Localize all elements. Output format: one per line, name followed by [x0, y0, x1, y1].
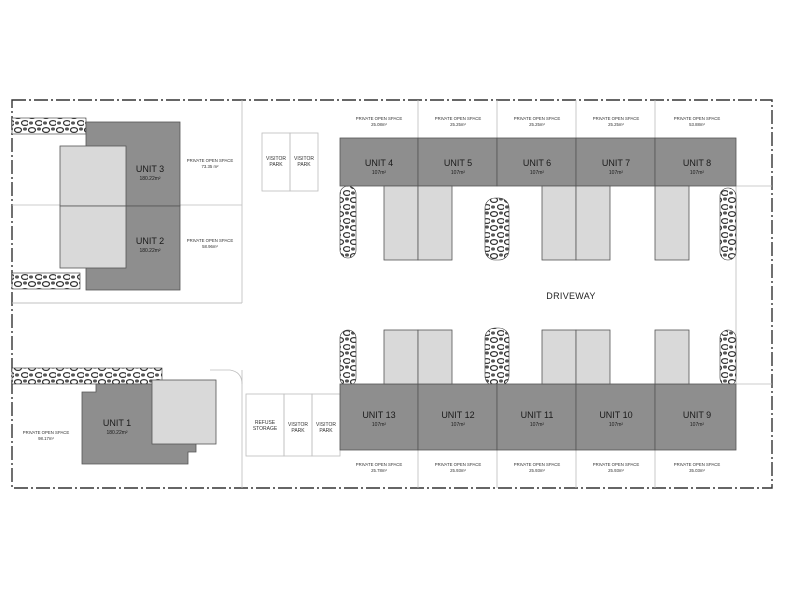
pos-12-label: PRIVATE OPEN SPACE: [435, 462, 482, 467]
pos-10-label: PRIVATE OPEN SPACE: [593, 462, 640, 467]
unit-1-garage: [151, 379, 217, 445]
pos-3-label: PRIVATE OPEN SPACE: [187, 158, 234, 163]
refuse-line1: REFUSE: [255, 420, 276, 426]
pos-6-area: 25.25m²: [529, 122, 545, 127]
unit-12-footprint: [417, 383, 498, 451]
landscaping: [11, 117, 737, 387]
facility-labels: VISITOR PARK VISITOR PARK REFUSE STORAGE…: [253, 156, 337, 434]
unit-13-area: 107m²: [372, 422, 387, 428]
pos-5-area: 25.25m²: [450, 122, 466, 127]
unit-9-name: UNIT 9: [683, 410, 711, 420]
unit-10-footprint: [575, 383, 656, 451]
pos-4-label: PRIVATE OPEN SPACE: [356, 116, 403, 121]
unit-2-area: 180.22m²: [139, 248, 160, 254]
pos-8-label: PRIVATE OPEN SPACE: [674, 116, 721, 121]
unit-11-area: 107m²: [530, 422, 545, 428]
unit-13-footprint: [339, 383, 419, 451]
visitor-park-1-line2: PARK: [269, 162, 283, 168]
visitor-park-4-line2: PARK: [319, 428, 333, 434]
visitor-park-4-line1: VISITOR: [316, 422, 336, 428]
garages-bottom: [383, 329, 690, 385]
visitor-park-3-line1: VISITOR: [288, 422, 308, 428]
pos-9-area: 35.03m²: [689, 468, 705, 473]
pos-11-area: 25.93m²: [529, 468, 545, 473]
refuse-line2: STORAGE: [253, 426, 278, 432]
visitor-park-2-line2: PARK: [297, 162, 311, 168]
unit-12-area: 107m²: [451, 422, 466, 428]
unit-3-name: UNIT 3: [136, 164, 164, 174]
parking-boxes: [245, 132, 341, 457]
site-boundary: [11, 99, 773, 489]
unit-7-area: 107m²: [609, 170, 624, 176]
unit-7-name: UNIT 7: [602, 158, 630, 168]
pos-5-label: PRIVATE OPEN SPACE: [435, 116, 482, 121]
unit-7-footprint: [575, 137, 656, 187]
pos-9-label: PRIVATE OPEN SPACE: [674, 462, 721, 467]
unit-8-footprint: [654, 137, 737, 187]
driveway-label: DRIVEWAY: [546, 291, 595, 301]
unit-3-garage: [59, 145, 127, 207]
garages-top: [383, 185, 690, 261]
unit-8-name: UNIT 8: [683, 158, 711, 168]
pos-7-area: 25.25m²: [608, 122, 624, 127]
unit-9-area: 107m²: [690, 422, 705, 428]
unit-4-area: 107m²: [372, 170, 387, 176]
pos-10-area: 25.93m²: [608, 468, 624, 473]
pos-2-label: PRIVATE OPEN SPACE: [187, 238, 234, 243]
pos-13-label: PRIVATE OPEN SPACE: [356, 462, 403, 467]
unit-8-area: 107m²: [690, 170, 705, 176]
unit-6-area: 107m²: [530, 170, 545, 176]
unit-10-area: 107m²: [609, 422, 624, 428]
pos-6-label: PRIVATE OPEN SPACE: [514, 116, 561, 121]
unit-6-footprint: [496, 137, 577, 187]
pos-4-area: 25.08m²: [371, 122, 387, 127]
unit-1-name: UNIT 1: [103, 418, 131, 428]
pos-8-area: 53.88m²: [689, 122, 705, 127]
unit-labels: UNIT 3 180.22m² UNIT 2 180.22m² UNIT 1 1…: [103, 158, 711, 436]
unit-6-name: UNIT 6: [523, 158, 551, 168]
pos-13-area: 25.78m²: [371, 468, 387, 473]
units-layer: [59, 121, 737, 465]
pos-3-area: 73.35 m²: [202, 164, 220, 169]
unit-1-area: 180.22m²: [106, 430, 127, 436]
pos-12-area: 25.93m²: [450, 468, 466, 473]
pos-1-label: PRIVATE OPEN SPACE: [23, 430, 70, 435]
unit-2-garage: [59, 205, 127, 269]
unit-9-footprint: [654, 383, 737, 451]
unit-4-name: UNIT 4: [365, 158, 393, 168]
pos-2-area: 58.96m²: [202, 244, 218, 249]
pos-7-label: PRIVATE OPEN SPACE: [593, 116, 640, 121]
visitor-park-3-line2: PARK: [291, 428, 305, 434]
unit-3-area: 180.22m²: [139, 176, 160, 182]
open-space-labels: PRIVATE OPEN SPACE 73.35 m² PRIVATE OPEN…: [23, 116, 721, 473]
unit-11-name: UNIT 11: [521, 410, 554, 420]
unit-5-name: UNIT 5: [444, 158, 472, 168]
pos-1-area: 98.17m²: [38, 436, 54, 441]
unit-10-name: UNIT 10: [599, 410, 632, 420]
unit-5-area: 107m²: [451, 170, 466, 176]
unit-2-name: UNIT 2: [136, 236, 164, 246]
unit-4-footprint: [339, 137, 419, 187]
visitor-park-1-line1: VISITOR: [266, 156, 286, 162]
visitor-park-2-line1: VISITOR: [294, 156, 314, 162]
unit-13-name: UNIT 13: [362, 410, 395, 420]
unit-12-name: UNIT 12: [441, 410, 474, 420]
unit-11-footprint: [496, 383, 577, 451]
pos-11-label: PRIVATE OPEN SPACE: [514, 462, 561, 467]
